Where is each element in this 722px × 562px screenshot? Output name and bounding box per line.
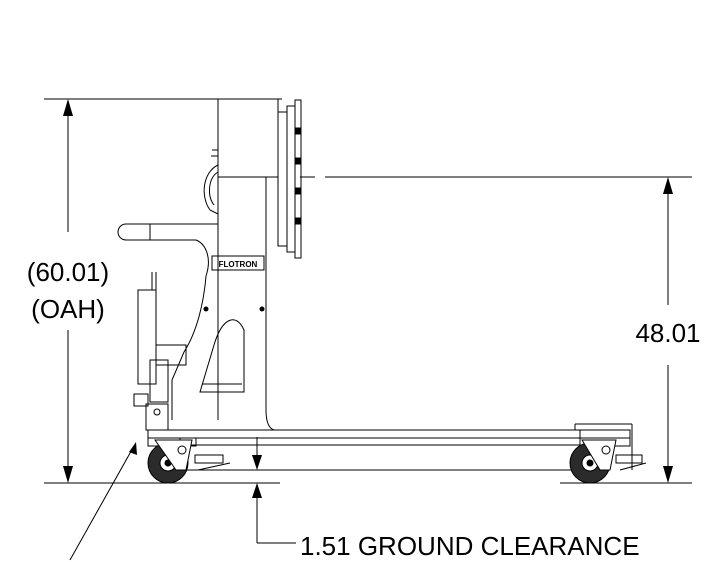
right-caster — [569, 439, 647, 484]
handwheel — [203, 164, 219, 215]
faceplate — [277, 111, 288, 247]
overall-height-dimension — [63, 99, 73, 483]
base-frame — [147, 429, 631, 439]
left-caster — [147, 439, 231, 484]
ground-clearance-dimension — [252, 437, 296, 544]
arrowhead-top — [63, 99, 73, 116]
handle — [117, 223, 218, 277]
overall-height-value: (60.01) — [27, 257, 109, 287]
arrowhead-bottom — [63, 466, 73, 483]
arrowhead-bottom — [663, 466, 673, 483]
table-height-dimension — [663, 177, 673, 483]
logo-text: FLOTRON — [219, 260, 258, 269]
leader-line — [69, 442, 137, 561]
extension-lines — [44, 98, 692, 484]
ground-clearance-label: 1.51 GROUND CLEARANCE — [300, 531, 640, 561]
machine-drawing: FLOTRON — [117, 98, 647, 484]
pedal-bracket — [137, 289, 157, 385]
table-height-value: 48.01 — [635, 318, 700, 348]
head-housing — [217, 98, 279, 178]
overall-height-label: (OAH) — [31, 294, 105, 324]
column-slot — [199, 319, 245, 393]
logo-plate — [211, 255, 265, 271]
arrowhead-top — [663, 177, 673, 194]
